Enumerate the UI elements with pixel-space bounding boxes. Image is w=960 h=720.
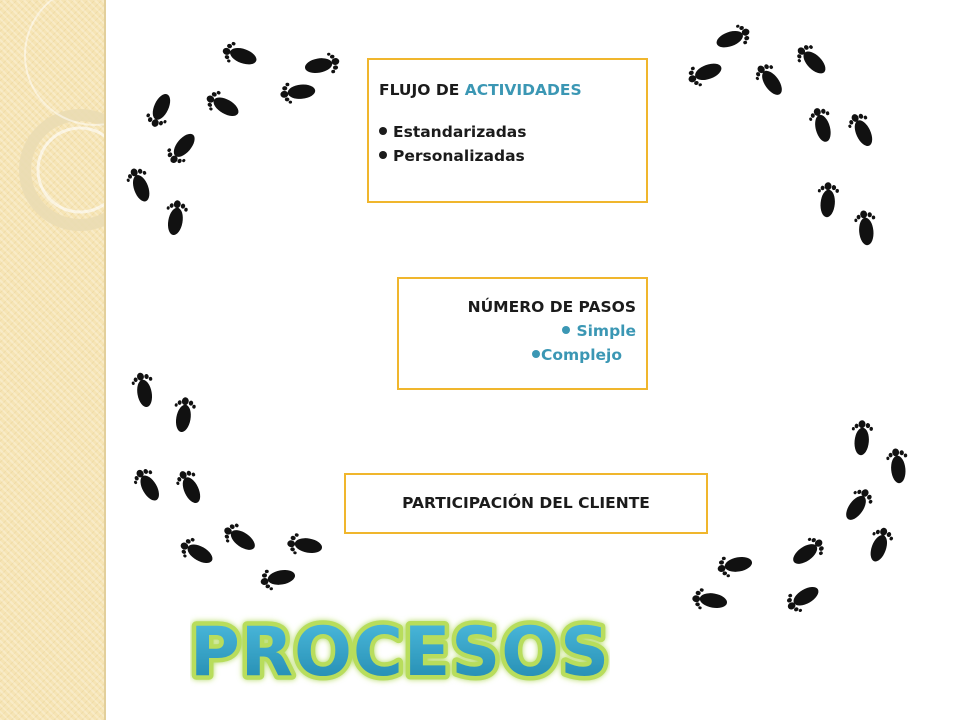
- footprint-icon: [129, 464, 166, 506]
- bullet-icon: [531, 349, 540, 358]
- footprint-icon: [806, 105, 837, 145]
- footprint-icon: [863, 524, 896, 565]
- footprint-icon: [162, 128, 202, 169]
- footprint-icon: [202, 87, 243, 124]
- footprint-icon: [791, 40, 832, 80]
- footprint-icon: [844, 109, 879, 151]
- side-decoration-panel: [0, 0, 106, 720]
- footprint-icon: [258, 565, 297, 592]
- bullet-icon: [562, 325, 571, 334]
- footprint-icon: [219, 39, 260, 72]
- bullet-icon: [379, 126, 387, 135]
- flujo-item: Estandarizadas: [379, 120, 636, 144]
- footprint-icon: [143, 90, 178, 131]
- footprint-icon: [853, 209, 878, 247]
- pasos-item: Complejo: [409, 343, 636, 367]
- flujo-item: Personalizadas: [379, 144, 636, 168]
- footprint-icon: [782, 580, 824, 617]
- participacion-cliente-box: PARTICIPACIÓN DEL CLIENTE: [344, 473, 708, 534]
- slide-title: PROCESOS: [190, 609, 610, 697]
- footprint-icon: [713, 21, 754, 54]
- footprint-icon: [285, 531, 324, 559]
- footprint-icon: [684, 57, 725, 90]
- bullet-icon: [379, 150, 387, 159]
- pasos-item-label: Complejo: [540, 346, 622, 364]
- footprint-icon: [130, 370, 157, 409]
- ring-decoration: [19, 0, 104, 231]
- flujo-actividades-box: FLUJO DE ACTIVIDADES Estandarizadas Pers…: [367, 58, 648, 203]
- footprint-icon: [303, 51, 342, 78]
- pasos-heading: NÚMERO DE PASOS: [467, 298, 636, 316]
- flujo-heading-accent: ACTIVIDADES: [464, 81, 582, 99]
- footprint-icon: [849, 419, 874, 457]
- flujo-item-label: Estandarizadas: [393, 123, 527, 141]
- footprint-icon: [162, 198, 190, 237]
- flujo-heading-prefix: FLUJO DE: [379, 81, 465, 99]
- footprint-icon: [750, 59, 789, 101]
- footprint-icon: [715, 552, 754, 579]
- footprint-icon: [787, 532, 829, 571]
- numero-pasos-box: NÚMERO DE PASOS Simple Complejo: [397, 277, 648, 390]
- flujo-heading: FLUJO DE ACTIVIDADES: [379, 78, 636, 102]
- footprint-icon: [176, 534, 217, 571]
- footprint-icon: [885, 447, 910, 485]
- footprint-icon: [279, 80, 317, 105]
- footprint-icon: [172, 466, 207, 508]
- footprint-icon: [815, 181, 840, 219]
- footprint-icon: [170, 395, 198, 434]
- footprint-icon: [690, 586, 729, 614]
- title-text: PROCESOS: [190, 613, 610, 692]
- participacion-label: PARTICIPACIÓN DEL CLIENTE: [402, 494, 650, 512]
- pasos-item-label: Simple: [576, 322, 636, 340]
- footprint-icon: [839, 484, 877, 525]
- pasos-item: Simple: [409, 319, 636, 343]
- footprint-icon: [219, 519, 260, 557]
- footprint-icon: [123, 164, 156, 205]
- flujo-item-label: Personalizadas: [393, 147, 525, 165]
